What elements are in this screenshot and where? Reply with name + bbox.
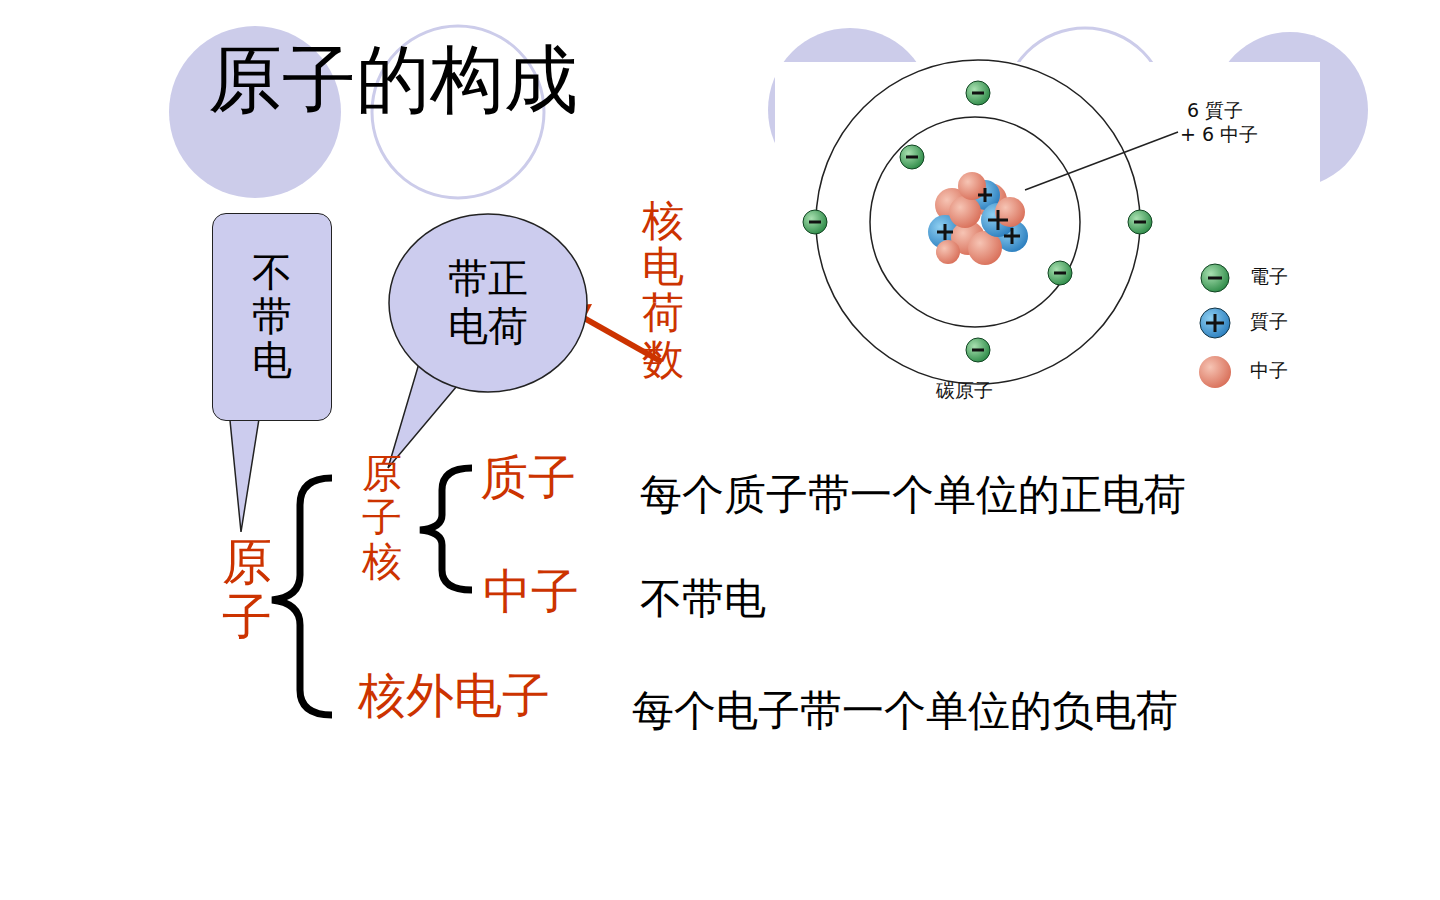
speech-bubble: 带正电荷 <box>388 213 588 393</box>
nucleus <box>928 172 1028 265</box>
part-name: 原子 <box>222 535 272 645</box>
callout-box: 不带电 <box>212 213 332 421</box>
figure-label: 6 質子 <box>1187 100 1243 121</box>
part-name: 原子核 <box>362 452 402 584</box>
legend-text: 中子 <box>1250 360 1288 381</box>
description: 每个电子带一个单位的负电荷 <box>632 688 1178 734</box>
orbit <box>816 60 1140 384</box>
legend-text: 質子 <box>1250 311 1288 332</box>
electron <box>803 81 1152 362</box>
brace <box>272 478 332 715</box>
description: 不带电 <box>640 576 766 622</box>
bubble-outline <box>388 213 588 393</box>
slide-title: 原子的构成 <box>208 40 578 121</box>
annotation: 核电荷数 <box>642 198 684 383</box>
callout-text: 不带电 <box>252 251 292 383</box>
callout-text: 带正电荷 <box>447 255 529 351</box>
part-name: 质子 <box>480 452 576 505</box>
part-name: 中子 <box>483 566 579 619</box>
figure-label: + 6 中子 <box>1180 124 1258 145</box>
leader-line <box>1025 132 1178 190</box>
orbit <box>870 117 1080 327</box>
legend-symbol <box>1199 264 1231 388</box>
legend-text: 電子 <box>1250 266 1288 287</box>
brace <box>420 468 472 590</box>
part-name: 核外电子 <box>358 670 550 723</box>
description: 每个质子带一个单位的正电荷 <box>640 472 1186 518</box>
figure-caption: 碳原子 <box>936 380 993 401</box>
